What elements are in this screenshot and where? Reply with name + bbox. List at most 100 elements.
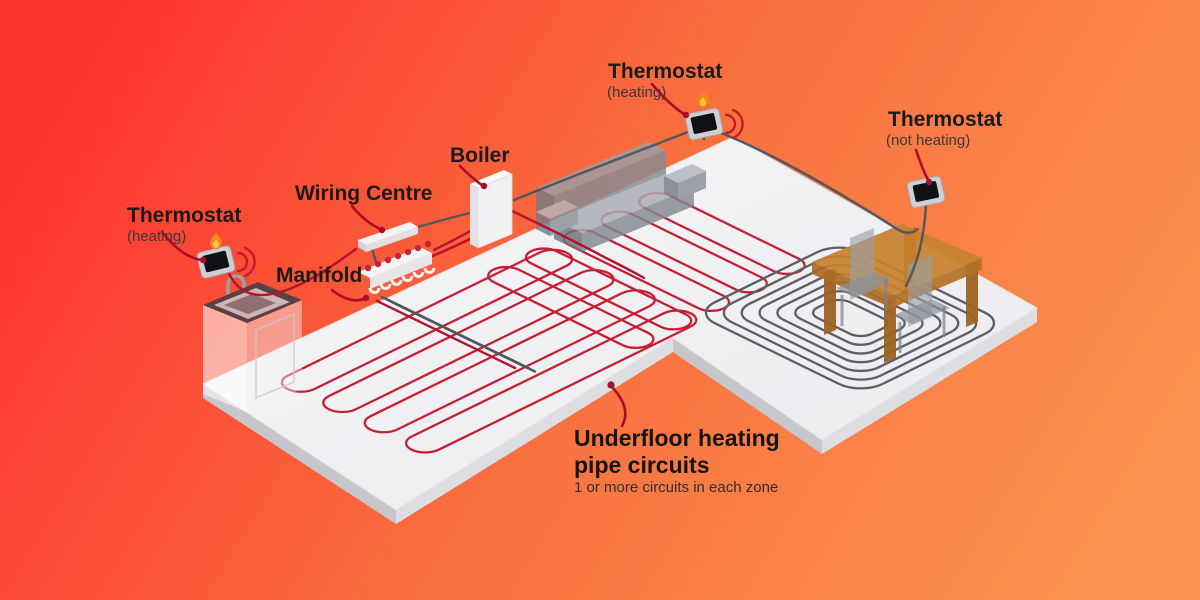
boiler-side — [470, 184, 478, 248]
sink-cabinet-front — [203, 305, 247, 412]
pipe-loop — [519, 245, 699, 333]
thermostat-screen — [690, 113, 718, 134]
label-underfloor-line2: pipe circuits — [574, 452, 709, 478]
label-manifold: Manifold — [276, 264, 362, 287]
pipe-loop — [357, 286, 663, 436]
manifold-loops — [368, 267, 436, 294]
label-thermostat-right: Thermostat — [888, 108, 1002, 131]
leader-thermostat-left — [160, 230, 203, 262]
chair — [836, 228, 892, 326]
flame-icon — [697, 90, 709, 108]
valve-knob — [364, 264, 372, 272]
pipe-boiler-manifold — [428, 236, 474, 259]
sink-cabinet-door — [255, 312, 295, 400]
label-thermostat-top: Thermostat — [608, 60, 722, 83]
manifold-loop — [423, 267, 436, 274]
valve-knob — [424, 240, 432, 248]
thermostat-screen — [912, 181, 940, 202]
valve-knob — [414, 244, 422, 252]
flame-icon — [210, 232, 222, 250]
sofa-arm-right-face — [678, 171, 706, 200]
wire-edge-loop — [512, 124, 920, 234]
leader-dot — [199, 256, 207, 264]
chair-seat — [894, 299, 950, 324]
pipe-boiler-floor — [508, 208, 646, 280]
sofa-arm-right-side — [664, 176, 678, 200]
thermostat-device-right — [906, 175, 946, 209]
pipe-boiler-manifold — [432, 228, 474, 252]
sofa-arm-left-side — [536, 212, 550, 236]
labels: Thermostat (heating) Wiring Centre Boile… — [127, 60, 1002, 496]
manifold-loop — [390, 279, 403, 286]
manifold-pipe-bundle — [375, 295, 537, 373]
label-underfloor-line1: Underfloor heating — [574, 425, 780, 451]
leader-dot — [480, 182, 488, 190]
leader-manifold — [330, 288, 366, 302]
boiler-front — [477, 173, 513, 249]
pipe-loop — [398, 307, 704, 457]
manifold-loop — [379, 283, 392, 290]
floor-side-notch — [673, 338, 822, 454]
leader-dot — [607, 381, 615, 389]
floor-side-left — [203, 384, 396, 524]
sofa-arm-left-face — [550, 207, 578, 236]
leader-underfloor — [611, 386, 627, 428]
manifold-top — [358, 247, 432, 278]
wifi-icon — [724, 108, 744, 140]
zone-left-pipes — [274, 246, 704, 456]
label-boiler: Boiler — [450, 144, 510, 167]
sofa — [536, 142, 706, 252]
thermostat-device-top — [684, 90, 744, 141]
wiring-centre-top — [358, 222, 418, 245]
leader-boiler — [458, 164, 484, 187]
leader-thermostat-top — [650, 82, 686, 116]
thermostat-device-left — [196, 232, 256, 279]
leader-thermostat-right — [914, 148, 930, 182]
wire-thermostat-right-drop — [904, 204, 928, 288]
label-thermostat-left: Thermostat — [127, 204, 241, 227]
leader-dot — [925, 178, 933, 186]
floor-side-bottom-left — [396, 338, 673, 524]
bundle-wire — [395, 303, 537, 373]
label-thermostat-right-status: (not heating) — [886, 132, 970, 149]
wire-thermostat-left — [226, 247, 358, 297]
table-leg — [966, 261, 978, 327]
label-thermostat-top-status: (heating) — [607, 84, 666, 101]
label-wiring-centre: Wiring Centre — [295, 182, 432, 205]
table-leg — [884, 295, 896, 363]
label-thermostat-left-status: (heating) — [127, 228, 186, 245]
pipe-loop — [274, 246, 580, 396]
manifold-loop — [401, 275, 414, 282]
floor-slab — [201, 136, 1038, 524]
chair-seat — [836, 272, 892, 297]
tap-icon — [226, 274, 246, 298]
leader-dot — [682, 111, 690, 119]
chair — [894, 255, 950, 353]
valve-knob — [384, 256, 392, 264]
sofa-arm-right-top — [664, 164, 706, 183]
sofa-back-top — [536, 142, 666, 196]
leader-wiring-centre — [350, 204, 382, 231]
manifold-valves — [364, 240, 432, 272]
sofa-back-face — [554, 150, 666, 220]
sink-unit — [203, 274, 302, 412]
manifold-face — [370, 253, 432, 289]
pipe-loop — [481, 263, 661, 351]
wiring-centre-device — [358, 222, 418, 252]
bundle-pipe-red — [375, 299, 517, 370]
sofa-arm-left-top — [536, 200, 578, 219]
sink-basin — [224, 294, 276, 314]
valve-knob — [374, 260, 382, 268]
wifi-icon — [236, 246, 256, 278]
valve-knob — [394, 252, 402, 260]
valve-knob — [404, 248, 412, 256]
manifold-device — [358, 240, 436, 294]
sofa-seat-top — [554, 174, 694, 233]
wiring-centre-face — [366, 227, 418, 252]
manifold-loop — [412, 271, 425, 278]
thermostat-screen — [202, 250, 230, 273]
label-underfloor-sub: 1 or more circuits in each zone — [574, 479, 778, 496]
wiring-centre-end — [358, 240, 366, 252]
